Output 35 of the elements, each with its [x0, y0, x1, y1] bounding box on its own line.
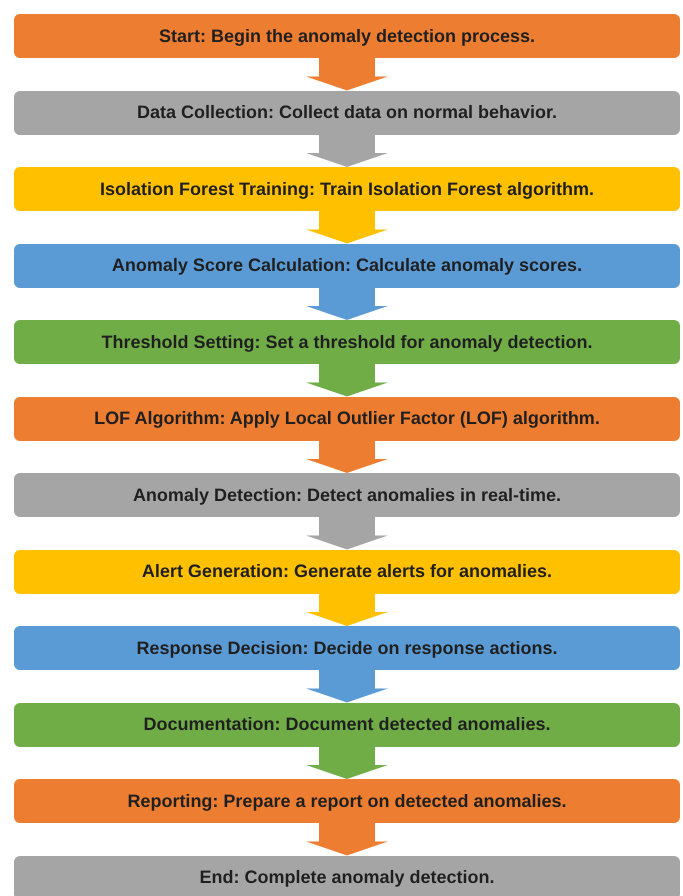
step-label: Alert Generation: Generate alerts for anomalies. — [142, 561, 552, 582]
arrow — [306, 517, 388, 550]
process-box — [14, 856, 680, 896]
step-label: Documentation: Document detected anomalies. — [143, 714, 551, 735]
arrow — [306, 440, 388, 473]
process-box — [14, 473, 680, 517]
step-label: Reporting: Prepare a report on detected anomalies. — [127, 790, 567, 812]
step-label: Data Collection: Collect data on normal behavior. — [136, 102, 558, 123]
step-label: Anomaly Detection: Detect anomalies in real-time. — [132, 484, 562, 506]
process-box — [14, 320, 680, 364]
step-label: Start: Begin the anomaly detection process. — [158, 26, 536, 46]
process-box — [14, 779, 680, 823]
process-box — [14, 167, 680, 211]
arrow — [306, 594, 388, 626]
arrow — [306, 746, 388, 779]
arrow — [306, 288, 388, 320]
process-box — [14, 14, 680, 58]
process-box — [14, 550, 680, 594]
step-label: Threshold Setting: Set a threshold for anomaly detection. — [101, 332, 593, 352]
arrow — [306, 364, 388, 396]
step-label: Anomaly Score Calculation: Calculate anomaly scores. — [112, 255, 582, 276]
arrow — [306, 58, 388, 90]
arrow — [306, 211, 388, 244]
step-label: LOF Algorithm: Apply Local Outlier Factor (LOF) algorithm. — [94, 408, 600, 429]
process-box — [14, 244, 680, 288]
process-box — [14, 702, 680, 746]
step-label: End: Complete anomaly detection. — [199, 867, 495, 888]
arrow — [306, 134, 388, 167]
step-label: Isolation Forest Training: Train Isolation Forest algorithm. — [100, 178, 594, 200]
arrow — [306, 823, 388, 856]
process-box — [14, 396, 680, 440]
process-box — [14, 626, 680, 670]
arrow — [306, 670, 388, 702]
step-label: Response Decision: Decide on response actions. — [136, 638, 558, 658]
process-box — [14, 90, 680, 134]
